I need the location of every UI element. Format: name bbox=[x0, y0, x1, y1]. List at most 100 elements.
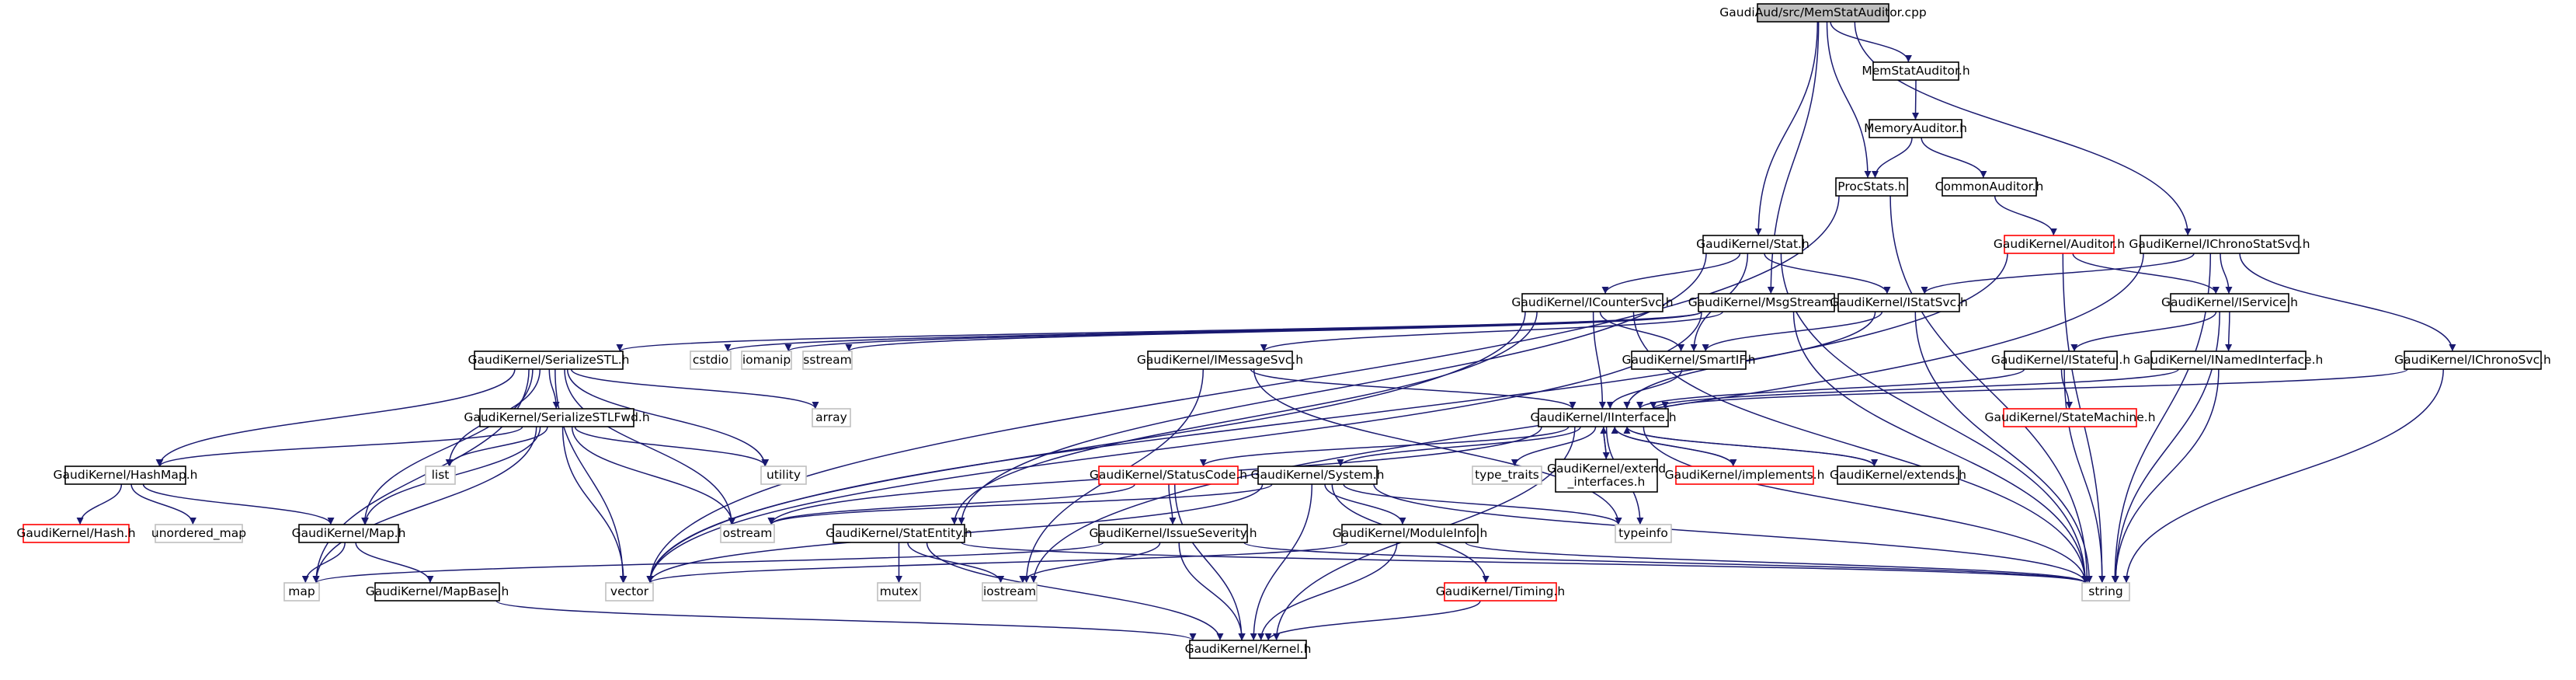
node-box bbox=[741, 350, 792, 370]
edge-arrow bbox=[1754, 21, 1819, 236]
edge-statuscode_h-to-ostream bbox=[767, 483, 1135, 525]
node-box bbox=[1869, 119, 1962, 138]
node-hash-h[interactable]: GaudiKernel/Hash.h bbox=[16, 524, 136, 543]
edge-statentity_h-to-iostream bbox=[907, 542, 1005, 584]
node-box bbox=[1444, 582, 1557, 602]
node-label: iostream bbox=[983, 584, 1036, 598]
node-vector: vector bbox=[605, 582, 654, 602]
node-procstats-h[interactable]: ProcStats.h bbox=[1835, 177, 1908, 197]
edge-arrow bbox=[564, 368, 735, 525]
node-ichronosvc-h[interactable]: GaudiKernel/IChronoSvc.h bbox=[2394, 350, 2551, 370]
node-system-h[interactable]: GaudiKernel/System.h bbox=[1251, 466, 1385, 485]
node-map: map bbox=[283, 582, 320, 602]
node-istatsvc-h[interactable]: GaudiKernel/IStatSvc.h bbox=[1830, 293, 1968, 312]
node-moduleinfo-h[interactable]: GaudiKernel/ModuleInfo.h bbox=[1333, 524, 1488, 543]
node-label: vector bbox=[610, 584, 649, 598]
edge-system_h-to-typeinfo bbox=[1343, 483, 1622, 525]
node-box bbox=[2170, 293, 2289, 312]
edge-msgstream_h-to-imessagesvc_h bbox=[1260, 311, 1723, 352]
node-commonauditor-h[interactable]: CommonAuditor.h bbox=[1935, 177, 2044, 197]
edge-serializestl_h-to-vector bbox=[554, 368, 627, 584]
node-box bbox=[760, 466, 807, 485]
edge-imessagesvc_h-to-iinterface_h bbox=[1250, 368, 1577, 410]
edge-arrow bbox=[76, 483, 123, 525]
edge-arrow bbox=[361, 368, 534, 525]
node-inamedinterface-h[interactable]: GaudiKernel/INamedInterface.h bbox=[2134, 350, 2324, 370]
edge-arrow bbox=[1764, 253, 1891, 295]
edge-arrow bbox=[570, 368, 819, 410]
node-label: GaudiKernel/Timing.h bbox=[1436, 584, 1566, 598]
node-implements-h[interactable]: GaudiKernel/implements.h bbox=[1665, 466, 1825, 485]
edge-arrow bbox=[554, 368, 627, 584]
node-extends-h[interactable]: GaudiKernel/extends.h bbox=[1830, 466, 1966, 485]
edge-arrow bbox=[2122, 368, 2444, 584]
edge-iinterface_h-to-type_traits bbox=[1510, 426, 1597, 467]
edge-commonauditor_h-to-auditor_h bbox=[1994, 195, 2057, 236]
node-root[interactable]: GaudiAud/src/MemStatAuditor.cpp bbox=[1719, 3, 1927, 23]
node-box bbox=[1098, 524, 1248, 543]
node-statentity-h[interactable]: GaudiKernel/StatEntity.h bbox=[826, 524, 972, 543]
node-label: GaudiKernel/MapBase.h bbox=[366, 584, 509, 598]
edge-memoryauditor_h-to-commonauditor_h bbox=[1921, 137, 1987, 179]
node-ichronostatsvc-h[interactable]: GaudiKernel/IChronoStatSvc.h bbox=[2129, 235, 2310, 254]
node-statuscode-h[interactable]: GaudiKernel/StatusCode.h bbox=[1090, 466, 1247, 485]
node-icountersvc-h[interactable]: GaudiKernel/ICounterSvc.h bbox=[1511, 293, 1674, 312]
node-iinterface-h[interactable]: GaudiKernel/IInterface.h bbox=[1530, 408, 1677, 427]
edge-arrow bbox=[2063, 368, 2106, 584]
edge-arrow bbox=[1373, 483, 2089, 584]
node-timing-h[interactable]: GaudiKernel/Timing.h bbox=[1436, 582, 1566, 602]
node-memoryauditor-h[interactable]: MemoryAuditor.h bbox=[1864, 119, 1967, 138]
node-map-h[interactable]: GaudiKernel/Map.h bbox=[292, 524, 406, 543]
edge-arrow bbox=[1600, 426, 1608, 460]
node-typeinfo: typeinfo bbox=[1615, 524, 1672, 543]
edge-arrow bbox=[1250, 483, 1313, 641]
edge-arrow bbox=[312, 368, 530, 584]
edge-serializestl_h-to-utility bbox=[566, 368, 769, 467]
node-imessagesvc-h[interactable]: GaudiKernel/IMessageSvc.h bbox=[1137, 350, 1303, 370]
edge-arrow bbox=[1343, 483, 1622, 525]
edge-hashmap_h-to-hash_h bbox=[76, 483, 123, 525]
edge-issueseverity_h-to-map bbox=[312, 542, 1104, 584]
edge-arrow bbox=[1872, 137, 1913, 179]
node-extend-interfaces-h[interactable]: GaudiKernel/extend_interfaces.h bbox=[1547, 459, 1666, 493]
node-kernel-h[interactable]: GaudiKernel/Kernel.h bbox=[1185, 640, 1312, 659]
node-box bbox=[2004, 235, 2115, 254]
edge-extend_interfaces_h-to-iinterface_h bbox=[1600, 426, 1608, 460]
node-label: GaudiKernel/extends.h bbox=[1830, 468, 1966, 482]
node-label: GaudiKernel/IMessageSvc.h bbox=[1137, 353, 1303, 367]
node-box bbox=[877, 582, 921, 602]
node-issueseverity-h[interactable]: GaudiKernel/IssueSeverity.h bbox=[1089, 524, 1257, 543]
node-msgstream-h[interactable]: GaudiKernel/MsgStream.h bbox=[1688, 293, 1845, 312]
node-box bbox=[605, 582, 654, 602]
node-serializestlfwd-h[interactable]: GaudiKernel/SerializeSTLFwd.h bbox=[464, 408, 650, 427]
node-hashmap-h[interactable]: GaudiKernel/HashMap.h bbox=[54, 466, 198, 485]
edge-arrow bbox=[2070, 311, 2217, 352]
edge-inamedinterface_h-to-iinterface_h bbox=[1650, 368, 2179, 410]
node-serializestl-h[interactable]: GaudiKernel/SerializeSTL.h bbox=[468, 350, 630, 370]
node-iservice-h[interactable]: GaudiKernel/IService.h bbox=[2161, 293, 2298, 312]
edge-arrow bbox=[1173, 483, 1246, 641]
edge-arrow bbox=[1921, 253, 2195, 295]
node-smartif-h[interactable]: GaudiKernel/SmartIF.h bbox=[1622, 350, 1756, 370]
edge-serializestlfwd_h-to-vector bbox=[561, 426, 627, 584]
node-auditor-h[interactable]: GaudiKernel/Auditor.h bbox=[1994, 235, 2125, 254]
node-statemachine-h[interactable]: GaudiKernel/StateMachine.h bbox=[1984, 408, 2156, 427]
edge-arrow bbox=[156, 426, 523, 467]
node-box bbox=[2081, 582, 2130, 602]
edge-arrow bbox=[2112, 368, 2220, 584]
edge-moduleinfo_h-to-vector bbox=[646, 542, 1348, 584]
node-istateful-h[interactable]: GaudiKernel/IStateful.h bbox=[1991, 350, 2130, 370]
edge-serializestlfwd_h-to-hashmap_h bbox=[156, 426, 523, 467]
edge-msgstream_h-to-string bbox=[1792, 311, 2089, 584]
edge-arrow bbox=[1780, 253, 2089, 584]
node-box bbox=[1538, 408, 1669, 427]
node-stat-h[interactable]: GaudiKernel/Stat.h bbox=[1696, 235, 1809, 254]
edge-arrow bbox=[312, 426, 537, 584]
edge-arrow bbox=[2225, 311, 2233, 352]
node-memstatauditor-h[interactable]: MemStatAuditor.h bbox=[1862, 61, 1970, 81]
node-box bbox=[2404, 350, 2542, 370]
node-box bbox=[425, 466, 456, 485]
edge-arrow bbox=[1324, 483, 1406, 525]
node-mapbase-h[interactable]: GaudiKernel/MapBase.h bbox=[366, 582, 509, 602]
